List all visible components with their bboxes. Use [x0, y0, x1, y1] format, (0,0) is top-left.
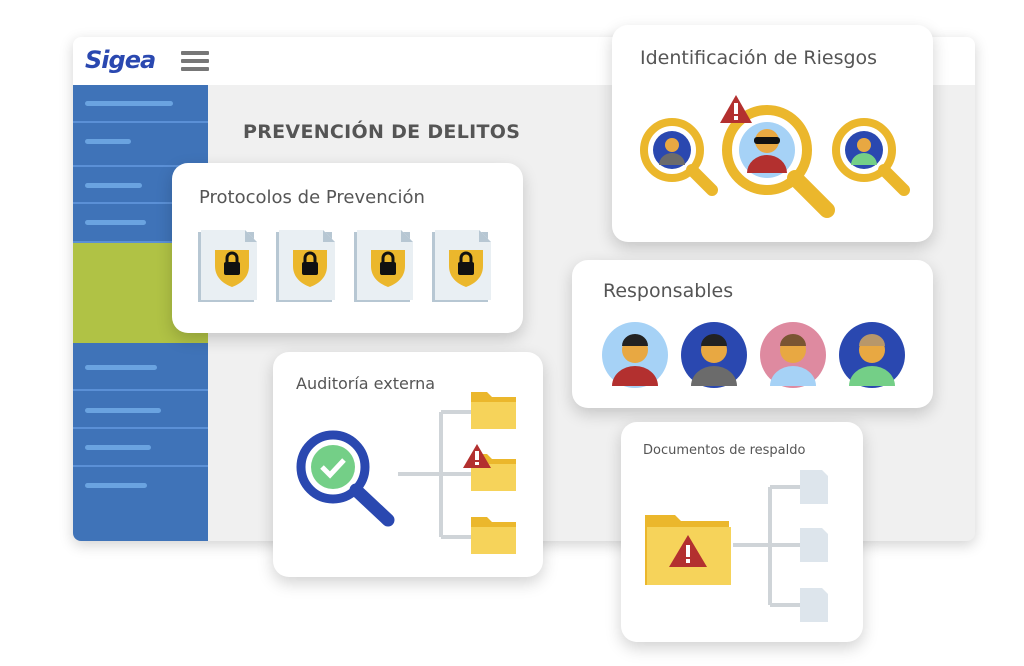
risk-magnifier-icons — [640, 95, 910, 218]
card-title: Documentos de respaldo — [643, 443, 806, 458]
avatar — [681, 322, 747, 388]
audit-diagram — [296, 392, 516, 554]
card-title: Auditoría externa — [296, 374, 436, 393]
avatar — [760, 322, 826, 388]
check-icon — [311, 445, 355, 489]
risk-identification-card[interactable]: Identificación de Riesgos — [612, 25, 933, 242]
sidebar-item[interactable] — [73, 391, 208, 429]
card-title: Responsables — [603, 280, 734, 302]
external-audit-card[interactable]: Auditoría externa — [273, 352, 543, 577]
sidebar-item[interactable] — [73, 429, 208, 467]
sidebar-item[interactable] — [73, 204, 208, 243]
responsible-avatars — [602, 322, 905, 388]
sidebar-item[interactable] — [73, 343, 208, 391]
card-title: Identificación de Riesgos — [640, 47, 878, 69]
sidebar-item[interactable] — [73, 467, 208, 505]
hamburger-menu-icon[interactable] — [181, 51, 209, 71]
sidebar-item[interactable] — [73, 167, 208, 204]
logo[interactable]: Sigea — [85, 46, 156, 74]
card-title: Protocolos de Prevención — [199, 187, 425, 208]
locked-documents-icons — [198, 230, 493, 304]
backup-documents-card[interactable]: Documentos de respaldo — [621, 422, 863, 642]
sidebar-item[interactable] — [73, 85, 208, 123]
page-title: PREVENCIÓN DE DELITOS — [243, 121, 521, 143]
documents-diagram — [645, 470, 828, 622]
responsibles-card[interactable]: Responsables — [572, 260, 933, 408]
sidebar-item[interactable] — [73, 123, 208, 167]
magnifier-icon — [296, 430, 370, 504]
protocols-card[interactable]: Protocolos de Prevención — [172, 163, 523, 333]
avatar — [839, 322, 905, 388]
avatar — [602, 322, 668, 388]
document-icon — [800, 470, 828, 622]
